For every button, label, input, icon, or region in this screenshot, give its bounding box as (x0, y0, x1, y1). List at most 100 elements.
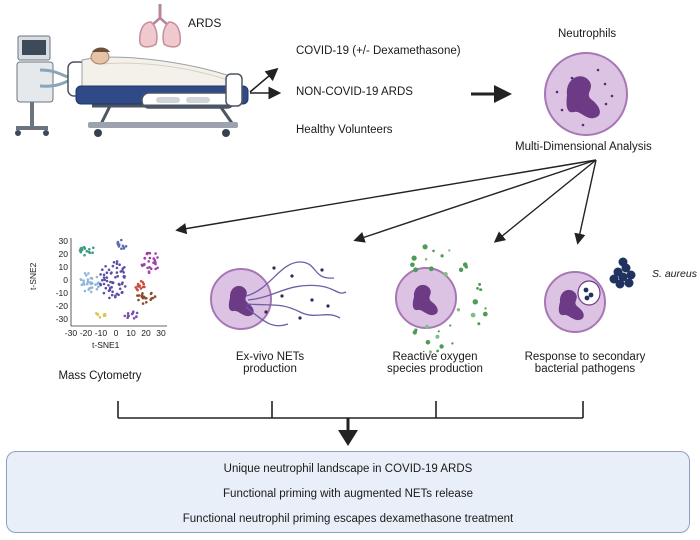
tsne-point (141, 281, 145, 284)
tsne-point (141, 302, 145, 305)
tsne-point (116, 274, 119, 278)
assay-ros: Reactive oxygen species production (365, 351, 505, 375)
tsne-point (79, 247, 83, 250)
tsne-point (85, 249, 89, 253)
ros-dot (437, 330, 440, 333)
tsne-point (114, 276, 117, 279)
tsne-point (148, 251, 152, 255)
tsne-y-axis-label: t-SNE2 (28, 262, 38, 290)
tsne-point (135, 311, 139, 315)
tsne-x-tick: -30 (64, 328, 78, 338)
ros-dot (482, 311, 488, 317)
tsne-x-tick: 0 (113, 328, 119, 338)
tsne-point (80, 283, 84, 287)
tsne-y-tick: -10 (55, 288, 68, 298)
cohort-noncovid: NON-COVID-19 ARDS (296, 86, 413, 98)
tsne-point (156, 266, 159, 270)
tsne-point (89, 290, 93, 294)
tsne-y-tick: -20 (55, 301, 68, 311)
tsne-point (85, 274, 88, 277)
ros-dot (436, 349, 439, 353)
merge-arrow-head (338, 430, 358, 446)
tsne-point (88, 287, 91, 290)
tsne-point (136, 294, 139, 297)
summary-box: Unique neutrophil landscape in COVID-19 … (6, 451, 690, 533)
assay-label-line1: Mass Cytometry (58, 370, 142, 382)
assay-label-line1: Reactive oxygen (392, 351, 478, 363)
tsne-point (148, 256, 152, 260)
tsne-point (88, 281, 92, 284)
assay-label-line1: Response to secondary (524, 351, 646, 363)
ros-dot (440, 254, 444, 258)
tsne-point (121, 281, 124, 285)
tsne-point (110, 293, 114, 297)
ros-dot (456, 308, 461, 312)
tsne-point (117, 293, 120, 297)
multi-dimensional-analysis-label: Multi-Dimensional Analysis (515, 141, 652, 153)
tsne-point (123, 275, 126, 278)
tsne-point (150, 297, 153, 300)
ros-dot (477, 322, 481, 326)
tsne-point (139, 287, 143, 290)
ros-dot (443, 272, 448, 277)
assay-bacterial-response: Response to secondary bacterial pathogen… (510, 351, 660, 375)
tsne-y-tick: -30 (55, 314, 68, 324)
tsne-point (111, 264, 115, 268)
tsne-point (147, 260, 150, 263)
assay-label-line2: species production (387, 363, 483, 375)
tsne-point (107, 284, 110, 287)
tsne-point (118, 287, 122, 291)
ros-dot (478, 282, 482, 286)
tsne-point (88, 251, 92, 255)
ros-dot (413, 267, 418, 273)
tsne-point (104, 265, 107, 268)
tsne-point (120, 238, 123, 242)
tsne-point (107, 268, 111, 272)
tsne-point (154, 267, 157, 271)
tsne-point (126, 312, 130, 315)
ros-dot (412, 330, 417, 335)
tsne-point (86, 282, 89, 286)
ros-dot (425, 340, 431, 345)
tsne-point (79, 278, 83, 281)
tsne-point (146, 251, 150, 255)
assay-label-line1: Ex-vivo NETs (235, 351, 305, 363)
tsne-x-tick: -20 (79, 328, 93, 338)
ros-dot (479, 288, 482, 291)
tsne-point (89, 276, 93, 280)
tsne-point (83, 289, 87, 293)
tsne-point (110, 271, 113, 274)
tsne-x-tick: -10 (94, 328, 108, 338)
tsne-point (103, 278, 106, 282)
tsne-plot (70, 238, 167, 327)
tsne-point (99, 282, 102, 286)
tsne-point (135, 315, 138, 318)
tsne-point (122, 271, 125, 274)
tsne-point (152, 261, 155, 265)
tsne-point (102, 276, 106, 279)
ros-dot (449, 324, 452, 327)
ros-dot (410, 262, 415, 268)
neutrophil-cell-icon (544, 52, 628, 136)
tsne-point (141, 295, 145, 299)
tsne-point (82, 279, 85, 283)
ros-dot (424, 258, 428, 261)
tsne-point (79, 250, 83, 254)
tsne-point (127, 314, 130, 318)
ros-dot (429, 350, 432, 354)
tsne-point (115, 271, 119, 274)
tsne-point (156, 256, 159, 259)
cohort-covid: COVID-19 (+/- Dexamethasone) (296, 45, 461, 57)
tsne-point (118, 283, 121, 287)
ros-dot (451, 342, 454, 345)
tsne-x-tick: 10 (126, 328, 136, 338)
nets-neutrophil-icon (210, 261, 347, 330)
ros-dot (428, 266, 434, 272)
tsne-point (103, 314, 107, 317)
tsne-point (105, 271, 109, 275)
tsne-point (83, 283, 86, 286)
tsne-point (123, 266, 126, 269)
tsne-point (102, 273, 106, 277)
tsne-point (87, 272, 90, 275)
tsne-point (99, 273, 102, 276)
